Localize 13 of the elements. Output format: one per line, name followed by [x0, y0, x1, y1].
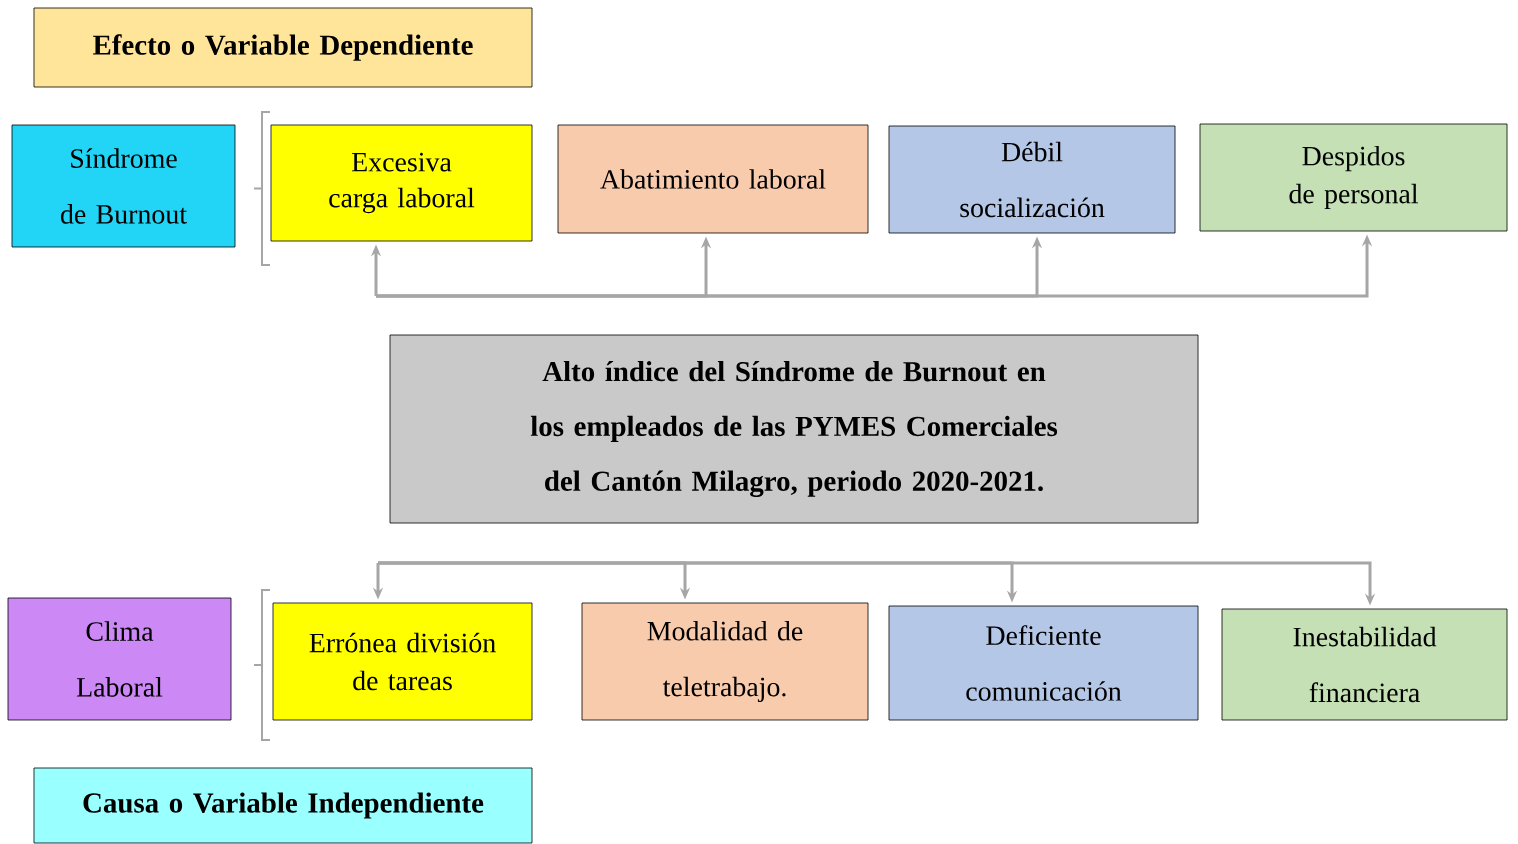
effect-box: Excesiva carga laboral	[270, 124, 533, 242]
category-box: Síndrome de Burnout	[11, 124, 236, 248]
heading-box: Efecto o Variable Dependiente	[33, 7, 533, 88]
cause-box: Modalidad de teletrabajo.	[581, 602, 869, 721]
effect-box: Débil socialización	[888, 125, 1176, 234]
problem-box: Alto índice del Síndrome de Burnout en los empleados de las PYMES Comerciales del Cantón Milagro, periodo 2020-2021.	[389, 334, 1199, 524]
cause-box: Deficiente comunicación	[888, 605, 1199, 721]
cause-box: Errónea división de tareas	[272, 602, 533, 721]
heading-box: Causa o Variable Independiente	[33, 767, 533, 844]
effect-box: Abatimiento laboral	[557, 124, 869, 234]
cause-box: Inestabilidad financiera	[1221, 608, 1508, 721]
effect-box: Despidos de personal	[1199, 123, 1508, 232]
category-box: Clima Laboral	[7, 597, 232, 721]
